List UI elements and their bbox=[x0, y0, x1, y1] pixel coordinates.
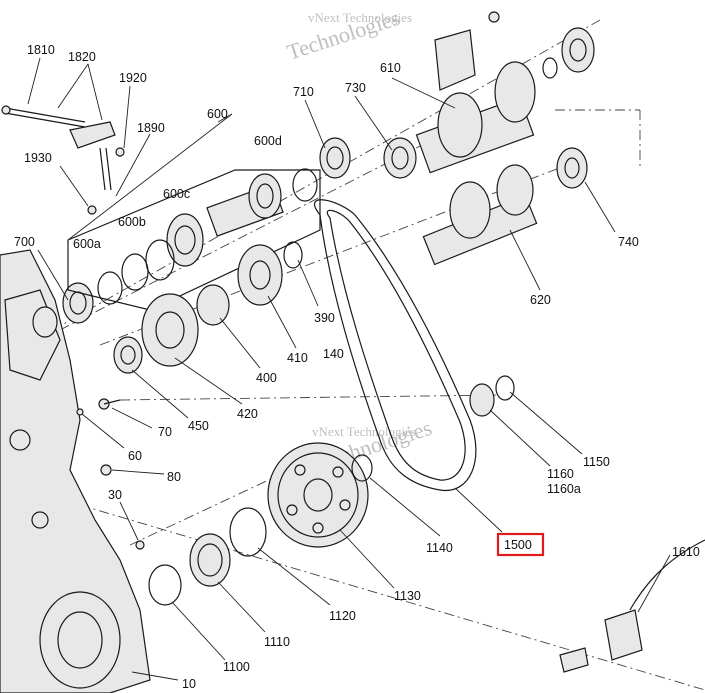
housing-left bbox=[0, 249, 151, 693]
drive-belt-1500 bbox=[313, 199, 477, 491]
callout-710[interactable]: 710 bbox=[293, 85, 314, 99]
shift-linkage bbox=[1, 11, 500, 215]
callout-600a[interactable]: 600a bbox=[73, 237, 101, 251]
callout-1120[interactable]: 1120 bbox=[329, 609, 356, 623]
callout-600d[interactable]: 600d bbox=[254, 134, 282, 148]
callout-1150[interactable]: 1150 bbox=[583, 455, 610, 469]
callout-400[interactable]: 400 bbox=[256, 371, 277, 385]
watermark-top: vNext Technologies Technologies bbox=[284, 5, 412, 65]
callout-1610[interactable]: 1610 bbox=[672, 545, 700, 559]
bearings-lower bbox=[148, 507, 267, 606]
callout-610[interactable]: 610 bbox=[380, 61, 401, 75]
callout-1100[interactable]: 1100 bbox=[223, 660, 250, 674]
callout-80[interactable]: 80 bbox=[167, 470, 181, 484]
fasteners bbox=[76, 398, 145, 550]
callout-390[interactable]: 390 bbox=[314, 311, 335, 325]
callout-620[interactable]: 620 bbox=[530, 293, 551, 307]
callout-1810[interactable]: 1810 bbox=[27, 43, 55, 57]
callout-600b[interactable]: 600b bbox=[118, 215, 146, 229]
callout-30[interactable]: 30 bbox=[108, 488, 122, 502]
callout-70[interactable]: 70 bbox=[158, 425, 172, 439]
leader-lines bbox=[27, 57, 671, 681]
callout-1110[interactable]: 1110 bbox=[264, 635, 290, 649]
callout-10[interactable]: 10 bbox=[182, 677, 196, 691]
callout-1130[interactable]: 1130 bbox=[394, 589, 421, 603]
callout-1500[interactable]: 1500 bbox=[504, 538, 532, 552]
callout-700[interactable]: 700 bbox=[14, 235, 35, 249]
callout-1160a[interactable]: 1160a bbox=[547, 482, 581, 496]
sprocket-1130 bbox=[267, 442, 373, 548]
callout-450[interactable]: 450 bbox=[188, 419, 209, 433]
lever-1610 bbox=[559, 539, 705, 673]
callout-420[interactable]: 420 bbox=[237, 407, 258, 421]
callout-410[interactable]: 410 bbox=[287, 351, 308, 365]
callout-1820[interactable]: 1820 bbox=[68, 50, 96, 64]
callout-labels: 1810 1820 1920 1890 1930 600 600d 600c 6… bbox=[14, 43, 700, 691]
shaft-620-assembly bbox=[422, 147, 588, 266]
hub-1160 bbox=[469, 375, 515, 417]
callout-60[interactable]: 60 bbox=[128, 449, 142, 463]
callout-740[interactable]: 740 bbox=[618, 235, 639, 249]
callout-600c[interactable]: 600c bbox=[163, 187, 190, 201]
shaft-610-assembly bbox=[383, 27, 595, 179]
watermark-text-3: vNext Technologies bbox=[312, 424, 416, 439]
callout-1140[interactable]: 1140 bbox=[426, 541, 453, 555]
callout-1160[interactable]: 1160 bbox=[547, 467, 574, 481]
callout-730[interactable]: 730 bbox=[345, 81, 366, 95]
callout-1930[interactable]: 1930 bbox=[24, 151, 52, 165]
shaft-600-assembly bbox=[32, 137, 351, 338]
watermark-text-1: vNext Technologies bbox=[308, 10, 412, 25]
callout-600[interactable]: 600 bbox=[207, 107, 228, 121]
callout-140[interactable]: 140 bbox=[323, 347, 344, 361]
callout-1890[interactable]: 1890 bbox=[137, 121, 165, 135]
highlight-box-1500 bbox=[496, 532, 545, 557]
callout-1920[interactable]: 1920 bbox=[119, 71, 147, 85]
gears-middle bbox=[113, 241, 303, 374]
